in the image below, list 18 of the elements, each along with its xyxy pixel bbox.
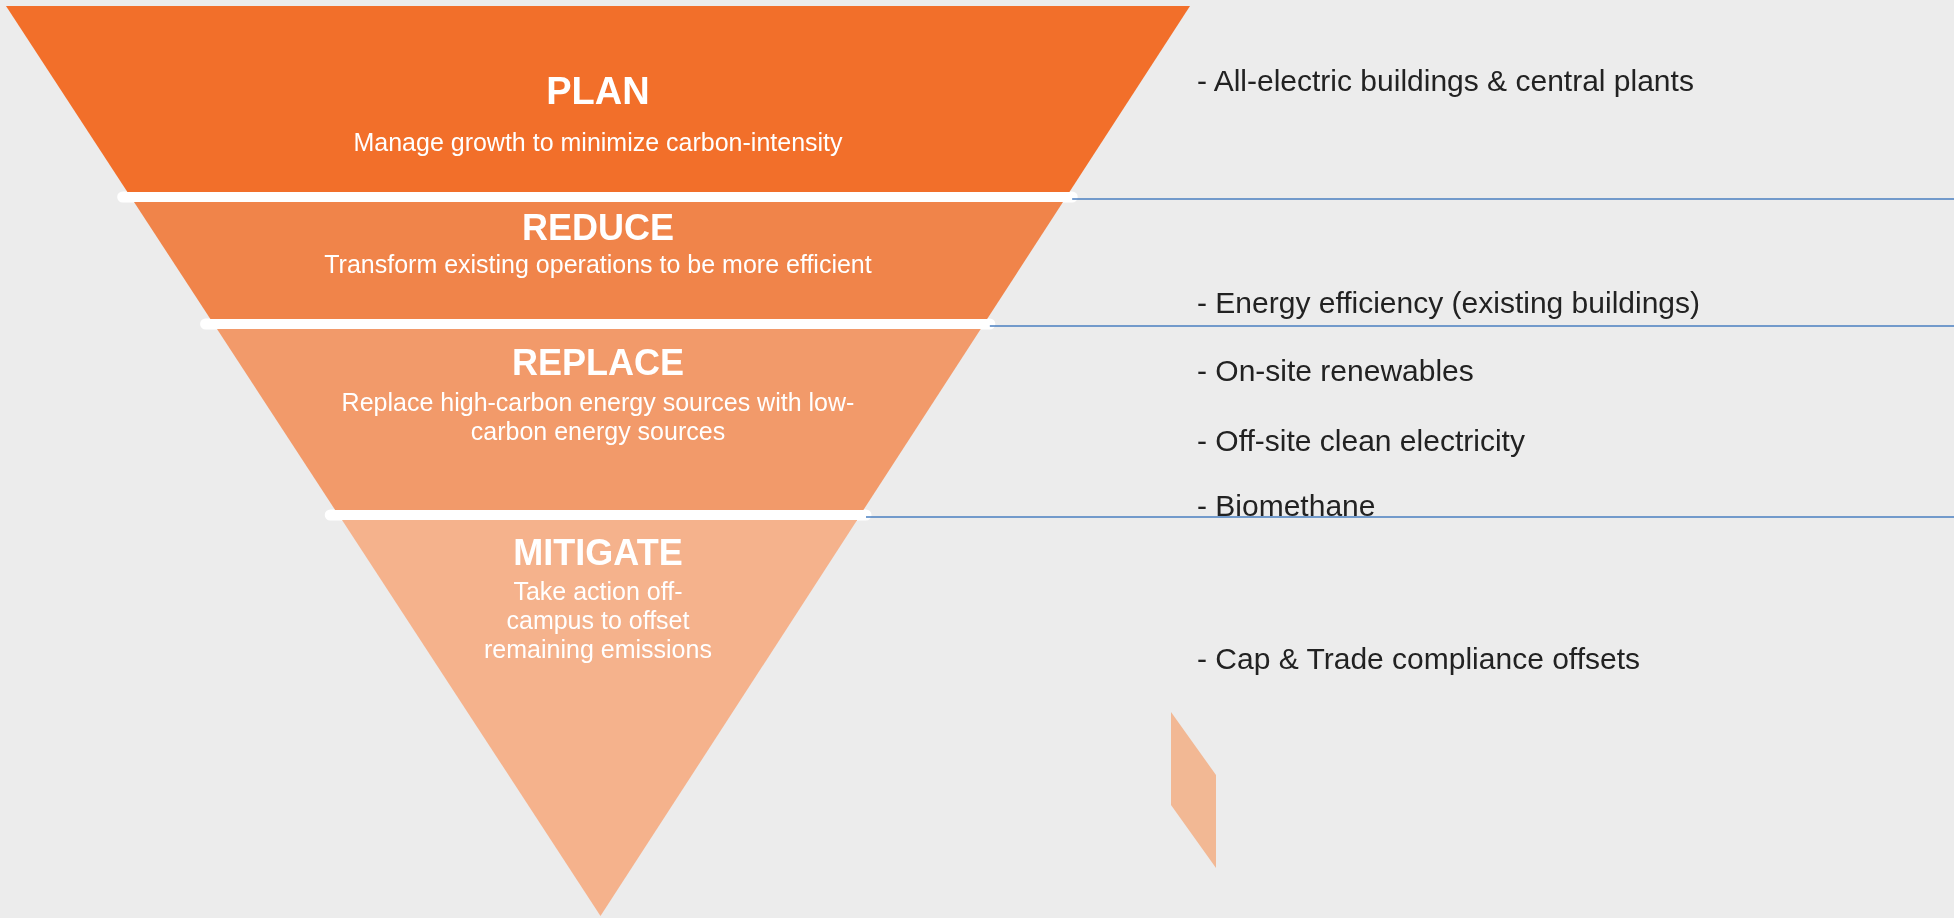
bullet-text: - On-site renewables <box>1197 356 1474 386</box>
band-description: Transform existing operations to be more efficient <box>323 250 873 279</box>
band-heading: PLAN <box>545 72 651 110</box>
band-description: Take action off-campus to offset remaining emissions <box>483 577 713 664</box>
bullet-text: - Off-site clean electricity <box>1197 426 1525 456</box>
bullet-text: - Energy efficiency (existing buildings) <box>1197 288 1700 318</box>
pyramid-band <box>341 520 857 916</box>
bullet-text: - Cap & Trade compliance offsets <box>1197 644 1640 674</box>
bullet-text: - All-electric buildings & central plants <box>1197 66 1694 96</box>
pyramid-band <box>6 6 1190 192</box>
pyramid-band <box>216 329 981 510</box>
band-heading: REDUCE <box>520 210 675 246</box>
band-heading: MITIGATE <box>512 535 684 571</box>
bullet-text: - Biomethane <box>1197 491 1376 521</box>
band-description: Manage growth to minimize carbon-intensity <box>352 128 844 157</box>
band-description: Replace high-carbon energy sources with low-carbon energy sources <box>340 388 856 446</box>
band-heading: REPLACE <box>510 345 685 381</box>
pyramid-band <box>133 202 1063 319</box>
